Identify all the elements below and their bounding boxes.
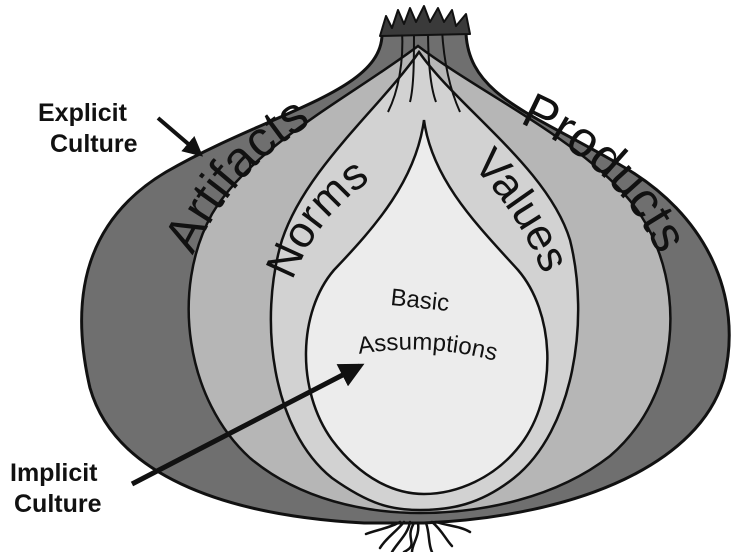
implicit-culture-line1: Implicit — [10, 458, 102, 489]
implicit-culture-callout: Implicit Culture — [10, 458, 102, 520]
explicit-culture-callout: Explicit Culture — [38, 98, 138, 160]
explicit-culture-arrow — [158, 118, 200, 154]
onion-top — [380, 6, 470, 36]
explicit-culture-line2: Culture — [38, 129, 138, 160]
explicit-culture-line1: Explicit — [38, 98, 138, 129]
implicit-culture-line2: Culture — [10, 489, 102, 520]
onion-roots — [366, 522, 470, 552]
